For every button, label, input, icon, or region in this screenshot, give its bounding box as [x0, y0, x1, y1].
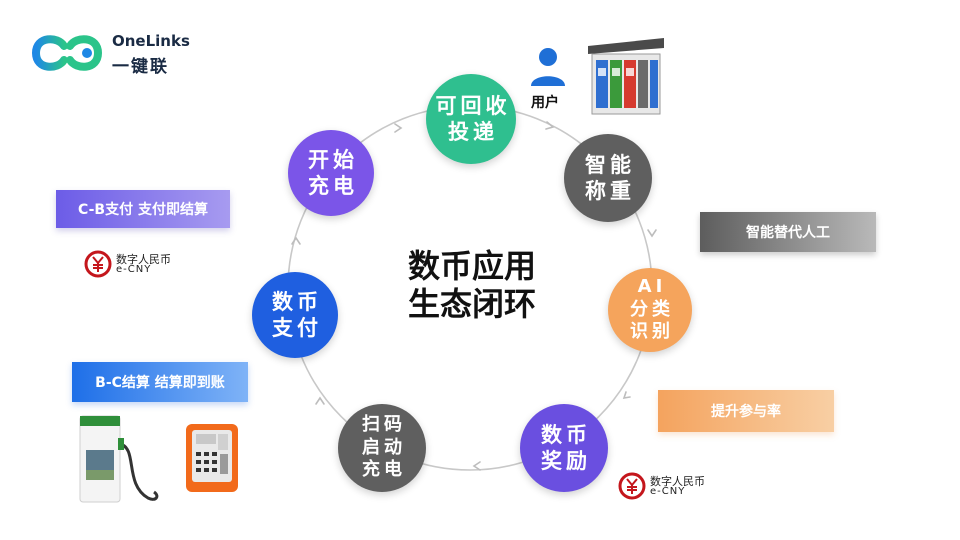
arrow-marker: [315, 396, 325, 405]
arrow-marker: [622, 391, 631, 400]
node-digital-reward: 数币 奖励: [520, 404, 608, 492]
arrow-marker: [291, 236, 301, 245]
tag-cb-payment: C-B支付 支付即结算: [56, 190, 230, 228]
user-icon: [531, 48, 565, 86]
infinity-logo-icon: [31, 35, 103, 71]
tag-replace-labor: 智能替代人工: [700, 212, 876, 252]
ev-charger-icon: [79, 415, 159, 503]
ecny-badge-left: 数字人民币 e-CNY: [84, 250, 194, 280]
arrow-marker: [647, 229, 657, 238]
node-smart-weighing: 智能 称重: [564, 134, 652, 222]
tag-boost-participation: 提升参与率: [658, 390, 834, 432]
arrow-marker: [545, 121, 555, 130]
ecny-yuan-icon: [618, 472, 646, 500]
ecny-yuan-icon: [84, 250, 112, 278]
arrow-marker: [472, 461, 481, 471]
user-label: 用户: [531, 95, 559, 111]
node-start-charging: 开始 充电: [288, 130, 374, 216]
node-scan-start-charge: 扫码 启动 充电: [338, 404, 426, 492]
brand-name-en: OneLinks: [112, 32, 190, 50]
arrow-marker: [394, 123, 403, 133]
tag-bc-settlement: B-C结算 结算即到账: [72, 362, 248, 402]
recycling-kiosk-icon: [588, 38, 664, 115]
charging-terminal-icon: [186, 424, 238, 492]
onelinks-logo: OneLinks 一键联: [28, 28, 190, 78]
node-digital-payment: 数币 支付: [252, 272, 338, 358]
node-recycle-delivery: 可回收 投递: [426, 74, 516, 164]
ecny-badge-right: 数字人民币 e-CNY: [618, 472, 728, 502]
brand-name-cn: 一键联: [112, 57, 169, 77]
center-title: 数币应用 生态闭环: [407, 247, 536, 323]
node-ai-recognition: AI 分类 识别: [608, 268, 692, 352]
